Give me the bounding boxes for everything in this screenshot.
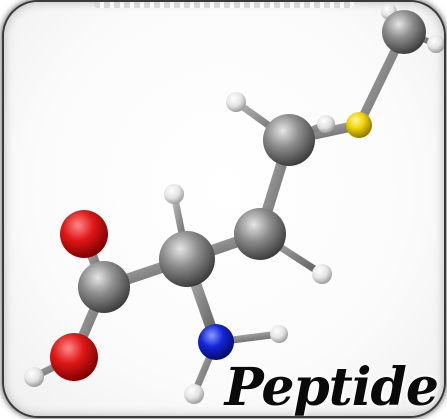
carbon-atom <box>159 231 215 287</box>
carbon-atom <box>234 208 286 260</box>
carbon-atom <box>382 10 426 54</box>
hydrogen-atom <box>226 92 246 112</box>
hydrogen-atom <box>164 184 184 204</box>
hydrogen-atom <box>24 367 44 387</box>
hydrogen-atom <box>270 325 288 343</box>
top-edge-fragment <box>94 2 354 8</box>
oxygen-atom <box>50 333 98 381</box>
hydrogen-atom <box>184 384 204 404</box>
nitrogen-atom <box>198 324 234 360</box>
atoms <box>24 4 444 404</box>
hydrogen-atom <box>312 264 332 284</box>
carbon-atom <box>78 261 130 313</box>
molecule-model-icon <box>24 4 444 404</box>
hydrogen-atom <box>427 35 444 53</box>
caption-text: Peptide <box>224 357 439 416</box>
carbon-atom <box>263 114 315 166</box>
picture-tile: Peptide <box>4 2 444 416</box>
sulfur-atom <box>346 112 372 138</box>
bonds <box>30 9 439 398</box>
oxygen-atom <box>60 210 108 258</box>
hydrogen-atom <box>317 115 335 133</box>
